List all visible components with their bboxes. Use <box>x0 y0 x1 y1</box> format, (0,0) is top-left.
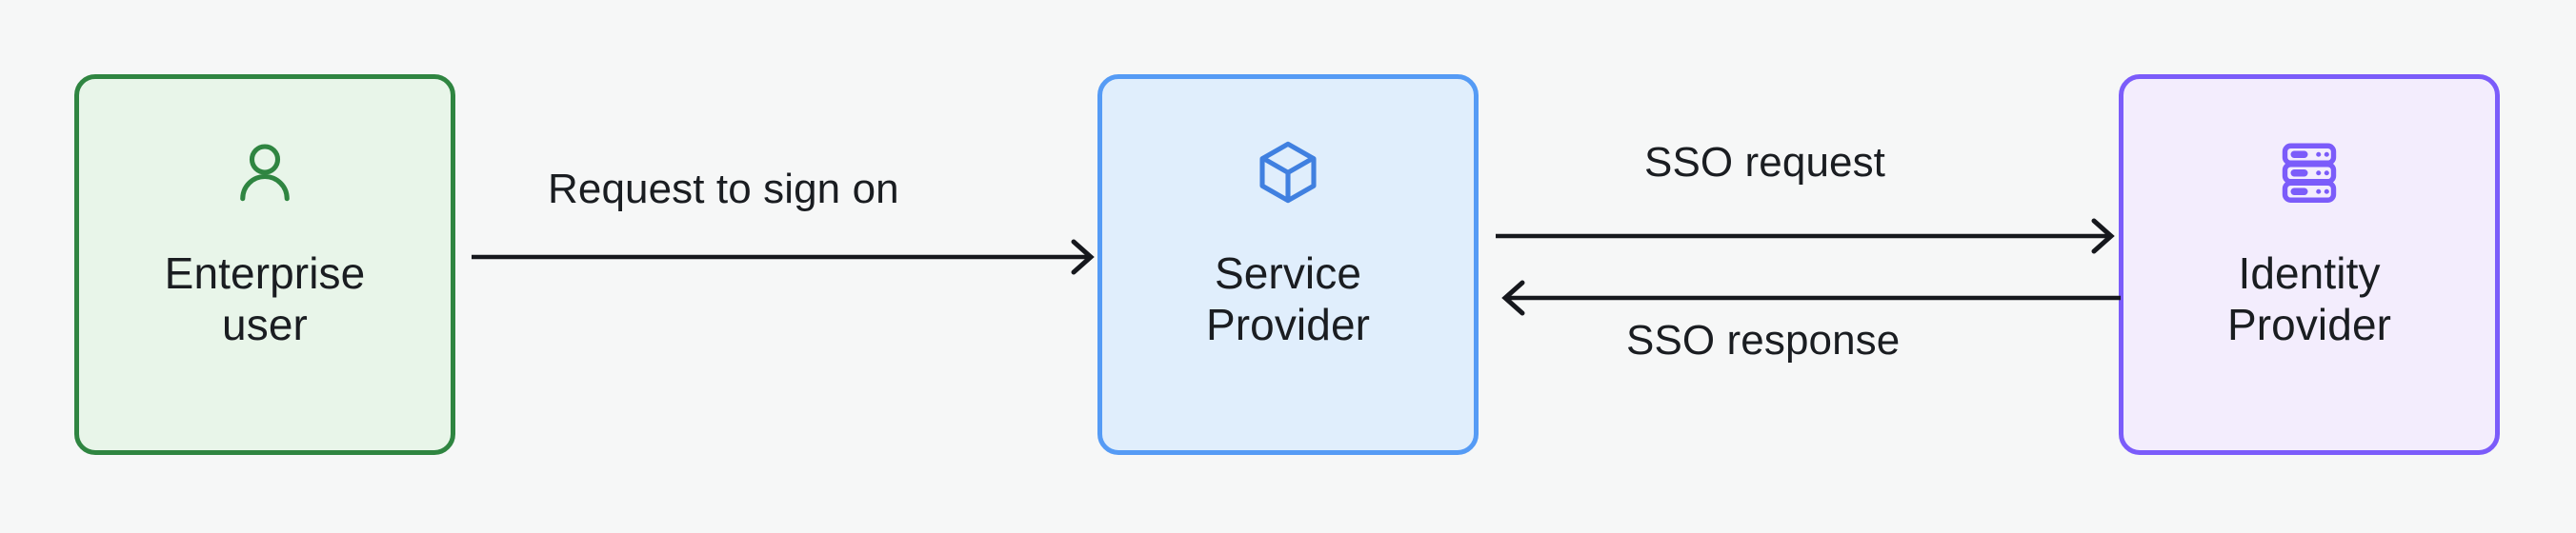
server-icon <box>2275 138 2344 207</box>
user-icon <box>231 138 299 207</box>
arrow-request-to-sign-on <box>472 236 1100 278</box>
arrow-sso-request <box>1496 215 2124 257</box>
node-enterprise-user[interactable]: Enterprise user <box>74 74 455 455</box>
node-label-service-provider: Service Provider <box>1205 248 1371 349</box>
node-identity-provider[interactable]: Identity Provider <box>2119 74 2500 455</box>
arrow-sso-response <box>1496 277 2124 319</box>
edge-label-sso-response: SSO response <box>1626 317 1901 364</box>
node-label-enterprise-user: Enterprise user <box>164 248 366 349</box>
edge-label-sso-request: SSO request <box>1644 139 1886 186</box>
edge-label-request-to-sign-on: Request to sign on <box>548 166 899 212</box>
node-service-provider[interactable]: Service Provider <box>1097 74 1479 455</box>
node-label-identity-provider: Identity Provider <box>2226 248 2392 349</box>
cube-icon <box>1254 138 1322 207</box>
